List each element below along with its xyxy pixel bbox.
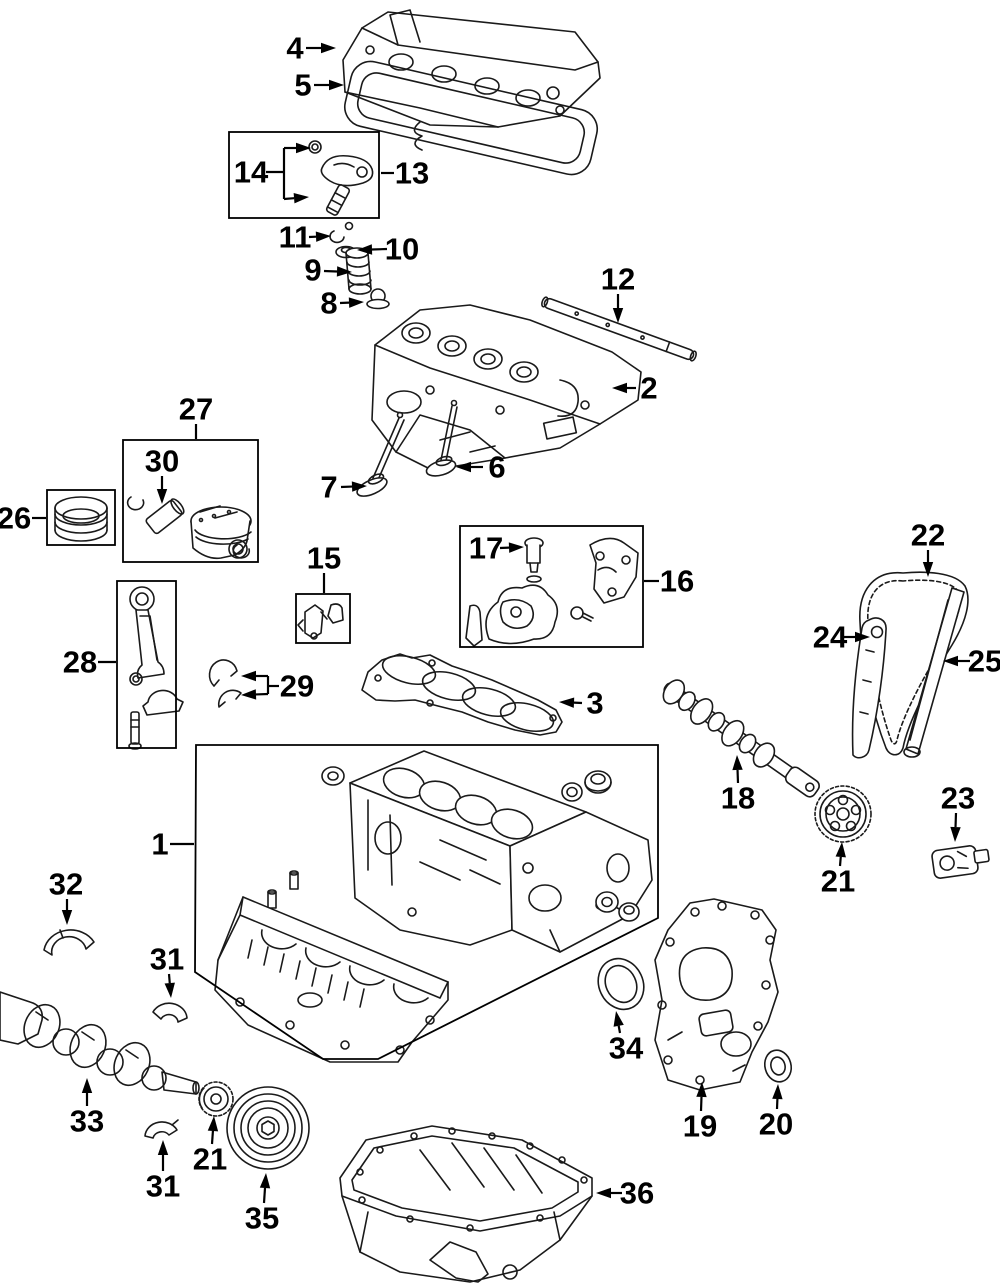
callout-28-connecting-rod[interactable]: 28	[62, 644, 98, 680]
callout-22-timing-chain[interactable]: 22	[910, 517, 946, 553]
cam-position-sensor-drawing	[931, 845, 990, 879]
callout-29-rod-bearings[interactable]: 29	[279, 668, 315, 704]
callout-26-piston-ring-set[interactable]: 26	[0, 500, 32, 536]
callout-30-piston-pin[interactable]: 30	[144, 443, 180, 479]
callout-1-cylinder-block[interactable]: 1	[151, 826, 169, 862]
callout-10-valve-spring-retainer[interactable]: 10	[384, 231, 420, 267]
callout-16-oil-pump-assembly[interactable]: 16	[659, 563, 695, 599]
callout-34-front-crankshaft-seal[interactable]: 34	[608, 1030, 644, 1066]
callout-19-timing-chain-cover[interactable]: 19	[682, 1108, 718, 1144]
chain-tensioner-arm-drawing	[851, 617, 887, 759]
callout-9-valve-spring[interactable]: 9	[304, 252, 322, 288]
cylinder-block-drawing	[242, 750, 653, 953]
crankshaft-drawing	[0, 991, 200, 1095]
main-bearing-upper-drawing	[152, 1002, 188, 1023]
callout-13-rocker-arm[interactable]: 13	[394, 155, 430, 191]
rocker-arm-parts-drawing	[308, 140, 374, 216]
callout-35-crankshaft-pulley[interactable]: 35	[244, 1200, 280, 1236]
valve-cover-gasket-drawing	[343, 60, 599, 176]
callout-32-crank-thrust-washer[interactable]: 32	[48, 866, 84, 902]
main-bearing-lower-drawing	[144, 1119, 179, 1139]
callout-8-valve-stem-seal[interactable]: 8	[320, 285, 338, 321]
group-box-oil-pump-box	[459, 525, 644, 648]
callout-12-rocker-shaft[interactable]: 12	[600, 261, 636, 297]
callout-5-valve-cover-gasket[interactable]: 5	[294, 67, 312, 103]
rocker-shaft-drawing	[541, 296, 697, 362]
callout-24-chain-tensioner-arm[interactable]: 24	[812, 619, 848, 655]
cam-chain-sprocket-drawing	[814, 785, 872, 843]
callout-36-oil-pan[interactable]: 36	[619, 1175, 655, 1211]
crank-thrust-washer-drawing	[43, 929, 95, 956]
callout-11-valve-keeper[interactable]: 11	[278, 219, 312, 255]
callout-14-rocker-arm-hardware[interactable]: 14	[233, 154, 269, 190]
callout-31-main-bearing-upper[interactable]: 31	[149, 941, 185, 977]
cylinder-head-drawing	[371, 304, 642, 471]
callout-3-head-gasket[interactable]: 3	[586, 685, 604, 721]
group-box-connecting-rod-box	[116, 580, 177, 749]
callout-23-cam-position-sensor[interactable]: 23	[940, 780, 976, 816]
callout-20-timing-cover-seal[interactable]: 20	[758, 1106, 794, 1142]
crankshaft-pulley-drawing	[226, 1086, 310, 1170]
vtc-solenoid-drawing	[297, 603, 344, 640]
callout-21-crank-chain-sprocket[interactable]: 21	[192, 1141, 228, 1177]
valve-keeper-drawing	[329, 221, 354, 244]
callout-2-cylinder-head[interactable]: 2	[640, 370, 658, 406]
callout-27-piston-kit[interactable]: 27	[178, 391, 214, 427]
piston-kit-drawing	[126, 496, 252, 560]
callout-18-camshaft[interactable]: 18	[720, 780, 756, 816]
crank-chain-sprocket-drawing	[198, 1081, 234, 1117]
callout-25-chain-guide[interactable]: 25	[967, 643, 1000, 679]
callout-21-cam-chain-sprocket[interactable]: 21	[820, 863, 856, 899]
callout-33-crankshaft[interactable]: 33	[69, 1103, 105, 1139]
oil-pump-assembly-drawing	[465, 537, 639, 647]
callout-31-main-bearing-lower[interactable]: 31	[145, 1168, 181, 1204]
timing-cover-seal-drawing	[763, 1049, 793, 1083]
callout-17-oil-pressure-sensor[interactable]: 17	[468, 530, 504, 566]
group-box-rocker-hardware-box	[228, 131, 380, 219]
callout-15-vtc-oil-control-solenoid[interactable]: 15	[306, 540, 342, 576]
group-box-cylinder-block-box	[194, 744, 659, 1060]
camshaft-drawing	[662, 679, 820, 798]
head-gasket-drawing	[361, 653, 563, 736]
group-box-piston-ring-set-box	[46, 489, 116, 546]
valve-cover-drawing	[342, 9, 601, 128]
oil-pan-drawing	[339, 1125, 593, 1283]
connecting-rod-drawing	[128, 586, 184, 750]
intake-exhaust-valves-drawing	[356, 399, 458, 497]
callout-4-valve-cover[interactable]: 4	[286, 30, 304, 66]
group-box-solenoid-box	[295, 593, 351, 644]
timing-chain-cover-drawing	[654, 898, 779, 1091]
valve-stem-seal-drawing	[366, 288, 390, 310]
callout-6-exhaust-valve[interactable]: 6	[488, 449, 506, 485]
chain-guide-drawing	[903, 587, 965, 758]
callout-7-intake-valve[interactable]: 7	[320, 469, 338, 505]
piston-ring-set-drawing	[54, 496, 108, 542]
rod-bearings-drawing	[208, 659, 242, 708]
group-box-piston-kit-box	[122, 439, 259, 563]
bedplate-drawing	[214, 896, 449, 1063]
